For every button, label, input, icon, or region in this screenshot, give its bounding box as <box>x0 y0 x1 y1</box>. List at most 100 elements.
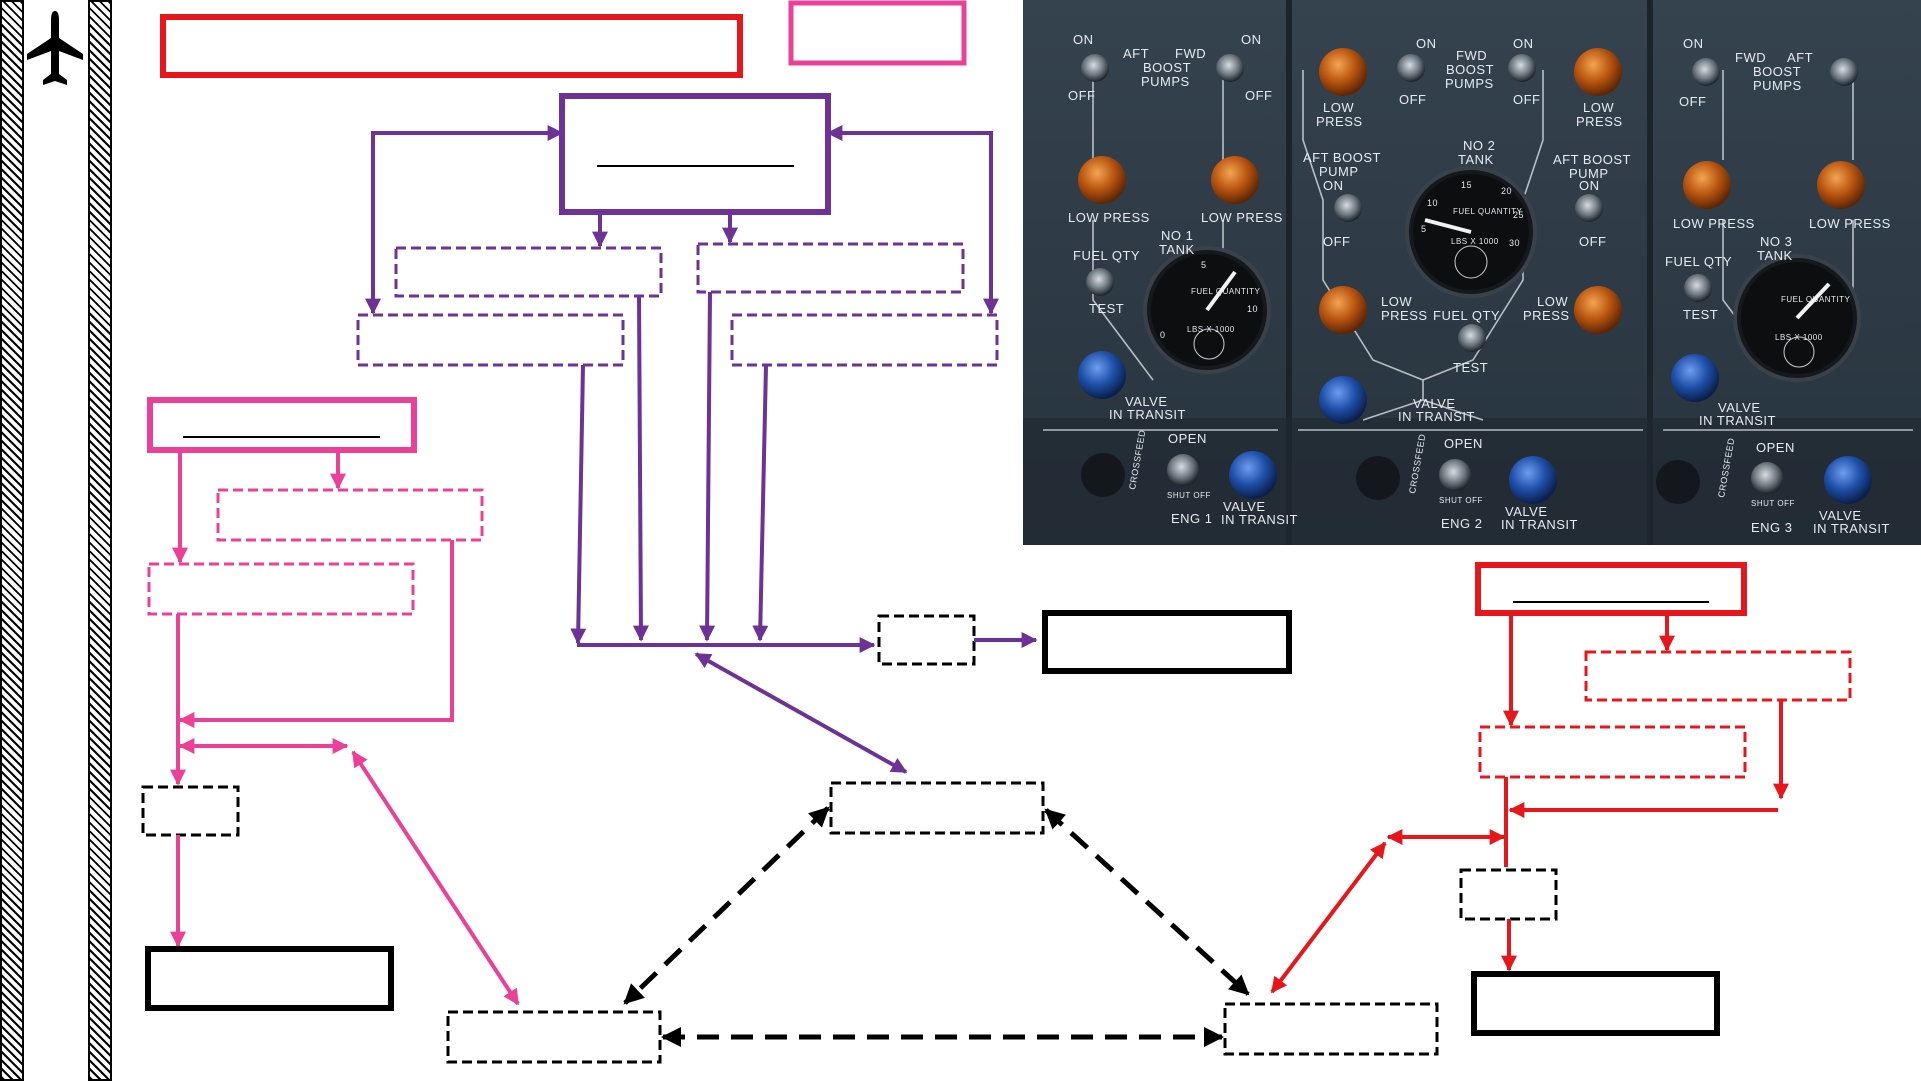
p3-on-left: ON <box>1683 36 1704 51</box>
p2-shut-off: SHUT OFF <box>1439 496 1483 505</box>
p2-press-right: PRESS <box>1576 114 1623 129</box>
p3-in-transit-2: IN TRANSIT <box>1813 521 1890 536</box>
panel-blue-lights <box>1078 351 1872 504</box>
panel-amber-lights <box>1078 48 1865 334</box>
p2-aft-boost-left: AFT BOOST <box>1303 150 1381 165</box>
p3-low-press-right: LOW PRESS <box>1809 216 1891 231</box>
g1-tick-0: 0 <box>1160 330 1166 340</box>
pink-engine-box <box>145 946 394 1011</box>
p2-test: TEST <box>1453 360 1488 375</box>
crossfeed-box-right <box>1223 1002 1439 1056</box>
p2-fuel-qty: FUEL QTY <box>1433 308 1500 323</box>
p2-press-br: PRESS <box>1523 308 1570 323</box>
purple-dashed-box-2 <box>696 242 965 294</box>
panel-gauge-texts: FUEL QUANTITY LBS X 1000 0 5 10 FUEL QUA… <box>1160 180 1850 342</box>
p3-test: TEST <box>1683 307 1718 322</box>
title-box-red <box>160 14 743 78</box>
p2-on-small: ON <box>1323 178 1344 193</box>
p2-off-right: OFF <box>1513 92 1541 107</box>
crossfeed-group <box>446 781 1439 1064</box>
p1-fuel-qty: FUEL QTY <box>1073 248 1140 263</box>
p1-on-right: ON <box>1241 32 1262 47</box>
pink-valve-box <box>141 785 240 837</box>
p1-in-transit: IN TRANSIT <box>1109 407 1186 422</box>
red-dashed-box-1 <box>1584 650 1852 702</box>
p2-press-left: PRESS <box>1316 114 1363 129</box>
p3-fuel-qty: FUEL QTY <box>1665 254 1732 269</box>
p1-no1: NO 1 <box>1161 228 1193 243</box>
g2-tick-15: 15 <box>1461 180 1472 190</box>
p1-fwd: FWD <box>1175 46 1206 61</box>
p2-off-left: OFF <box>1399 92 1427 107</box>
title-box-pink <box>788 0 967 66</box>
crossfeed-box-left <box>446 1010 662 1064</box>
p3-tank: TANK <box>1757 248 1793 263</box>
p2-in-transit: IN TRANSIT <box>1398 409 1475 424</box>
airplane-icon <box>27 11 83 85</box>
crossfeed-box-top <box>829 781 1045 835</box>
p2-pump-left: PUMP <box>1319 164 1359 179</box>
p2-aft-boost-right: AFT BOOST <box>1553 152 1631 167</box>
p2-off-small-r: OFF <box>1579 234 1607 249</box>
p2-in-transit-2: IN TRANSIT <box>1501 517 1578 532</box>
p2-pump-right: PUMP <box>1569 166 1609 181</box>
p1-tank: TANK <box>1159 242 1195 257</box>
red-engine-box <box>1471 971 1720 1036</box>
p2-low-br: LOW <box>1537 294 1568 309</box>
crossfeed-line-left <box>623 806 830 1005</box>
p3-pumps: PUMPS <box>1753 78 1802 93</box>
p2-fwd: FWD <box>1456 48 1487 63</box>
p1-low-press-right: LOW PRESS <box>1201 210 1283 225</box>
panel-gauge-no1 <box>1143 246 1271 374</box>
p3-aft: AFT <box>1787 50 1813 65</box>
panel-section-3-labels: ON OFF FWD AFT BOOST PUMPS LOW PRESS LOW… <box>1665 36 1891 536</box>
red-valve-box <box>1459 868 1558 921</box>
p1-valve-2: VALVE <box>1223 499 1265 514</box>
p3-no3: NO 3 <box>1760 234 1792 249</box>
g1-tick-5: 5 <box>1201 260 1207 270</box>
pink-to-crossfeed-arrow <box>351 750 520 1006</box>
g2-tick-25: 25 <box>1513 210 1524 220</box>
g2-tick-30: 30 <box>1509 238 1520 248</box>
purple-feed-3 <box>699 291 716 642</box>
purple-feed-2 <box>632 295 649 642</box>
p2-off-small: OFF <box>1323 234 1351 249</box>
pink-return-path <box>178 540 454 728</box>
p1-open: OPEN <box>1168 431 1207 446</box>
p3-shut-off: SHUT OFF <box>1751 499 1795 508</box>
g1-lbs: LBS X 1000 <box>1187 325 1235 334</box>
pink-dashed-box-1 <box>216 488 484 542</box>
purple-valve-box <box>877 614 976 666</box>
p2-open: OPEN <box>1444 436 1483 451</box>
purple-group <box>356 93 1292 774</box>
g2-fuel-quantity: FUEL QUANTITY <box>1453 207 1522 216</box>
p3-valve: VALVE <box>1718 400 1760 415</box>
p3-fwd: FWD <box>1735 50 1766 65</box>
red-group <box>1270 562 1852 1036</box>
left-hatched-border <box>0 0 24 1081</box>
p1-off-right: OFF <box>1245 88 1273 103</box>
purple-feed-4 <box>752 364 769 642</box>
purple-to-crossfeed-arrow <box>694 652 908 774</box>
panel-toggle-switches <box>1081 54 1858 504</box>
g3-lbs: LBS X 1000 <box>1775 333 1823 342</box>
red-main-box <box>1475 562 1747 616</box>
p2-press-bl: PRESS <box>1381 308 1428 323</box>
p2-valve: VALVE <box>1413 396 1455 411</box>
p1-boost: BOOST <box>1143 60 1191 75</box>
red-to-crossfeed-arrow <box>1270 841 1387 994</box>
p2-on-left: ON <box>1416 36 1437 51</box>
g2-tick-5: 5 <box>1421 224 1427 234</box>
p1-shut-off: SHUT OFF <box>1167 491 1211 500</box>
crossfeed-line-right <box>1044 808 1250 996</box>
purple-dashed-box-3 <box>356 313 625 367</box>
panel-gauge-no2 <box>1405 166 1537 298</box>
p1-test: TEST <box>1089 301 1124 316</box>
g2-tick-10: 10 <box>1427 198 1438 208</box>
g1-fuel-quantity: FUEL QUANTITY <box>1191 287 1260 296</box>
p1-eng1: ENG 1 <box>1171 511 1213 526</box>
inner-hatched-border <box>88 0 112 1081</box>
p2-boost: BOOST <box>1446 62 1494 77</box>
p2-pumps: PUMPS <box>1445 76 1494 91</box>
